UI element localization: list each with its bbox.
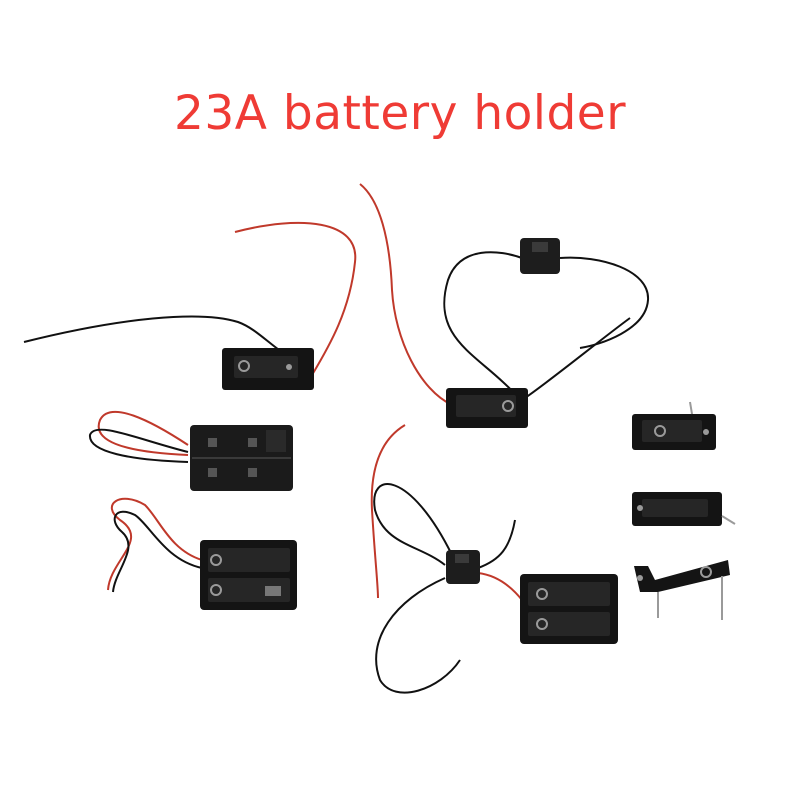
pcb-holder-3	[634, 560, 730, 620]
battery-holder-single-leads	[23, 221, 357, 390]
battery-box-covered	[89, 410, 293, 491]
battery-holder-double-leads	[107, 497, 297, 610]
battery-holder-switch-double	[370, 424, 618, 694]
pcb-holder-2	[632, 492, 736, 526]
pcb-holder-1	[632, 401, 716, 450]
battery-holder-switch-single	[359, 183, 650, 428]
product-title: 23A battery holder	[173, 86, 627, 141]
